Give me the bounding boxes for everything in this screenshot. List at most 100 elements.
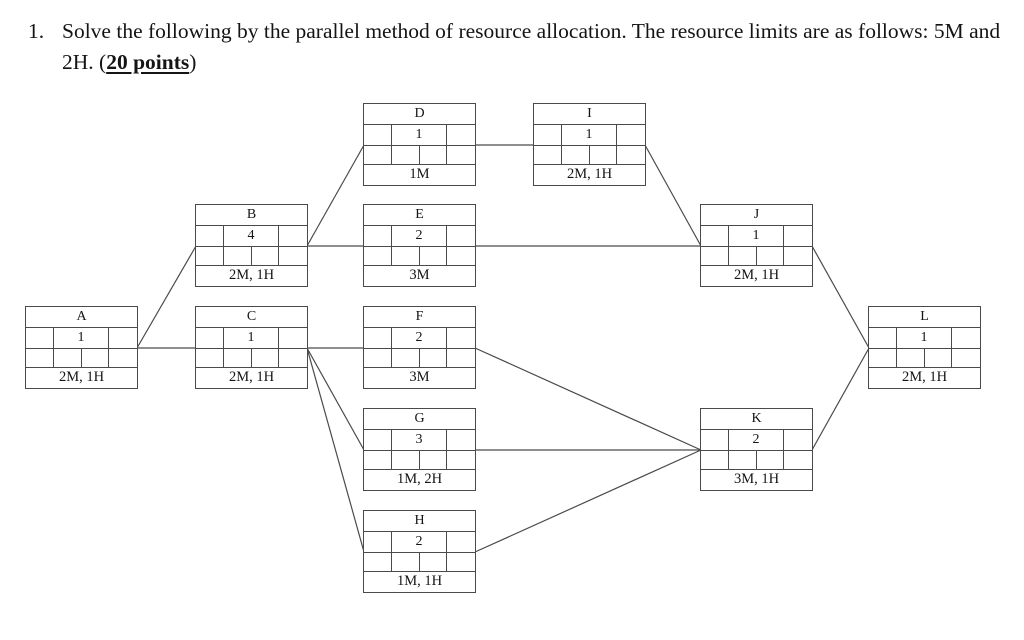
activity-letter: D: [364, 104, 475, 125]
left-cell: [196, 328, 224, 348]
activity-resources: 2M, 1H: [228, 267, 275, 283]
grid-cell: [364, 146, 392, 164]
activity-duration: 1: [224, 328, 280, 348]
activity-duration: 1: [54, 328, 110, 348]
right-cell: [447, 125, 475, 145]
edge-K-L: [811, 347, 870, 451]
grid-cell: [562, 146, 590, 164]
schedule-grid-row: [364, 146, 475, 165]
left-cell: [196, 226, 224, 246]
duration-row: 1: [701, 226, 812, 247]
right-cell: [447, 532, 475, 552]
schedule-grid-row: [364, 349, 475, 368]
activity-letter: J: [701, 205, 812, 226]
problem-text: Solve the following by the parallel meth…: [62, 16, 1012, 78]
duration-row: 2: [364, 226, 475, 247]
grid-cell: [364, 451, 392, 469]
grid-cell: [82, 349, 110, 367]
grid-cell: [392, 553, 420, 571]
schedule-grid-row: [364, 553, 475, 572]
grid-cell: [196, 247, 224, 265]
grid-cell: [447, 146, 475, 164]
activity-duration: 1: [897, 328, 953, 348]
grid-cell: [534, 146, 562, 164]
grid-cell: [701, 247, 729, 265]
activity-duration: 1: [392, 125, 448, 145]
schedule-grid-row: [869, 349, 980, 368]
schedule-grid-row: [196, 247, 307, 266]
schedule-grid-row: [701, 451, 812, 470]
activity-resources: 2M, 1H: [566, 166, 613, 182]
points-label: 20 points: [106, 50, 190, 74]
activity-node-D: D 1 1M: [363, 103, 476, 186]
activity-node-I: I 1 2M, 1H: [533, 103, 646, 186]
right-cell: [784, 226, 812, 246]
edge-B-D: [306, 144, 365, 247]
activity-letter: A: [26, 307, 137, 328]
grid-cell: [952, 349, 980, 367]
duration-row: 1: [869, 328, 980, 349]
right-cell: [279, 328, 307, 348]
activity-resources: 2M, 1H: [901, 369, 948, 385]
right-cell: [617, 125, 645, 145]
grid-cell: [729, 451, 757, 469]
grid-cell: [196, 349, 224, 367]
left-cell: [701, 226, 729, 246]
activity-duration: 3: [392, 430, 448, 450]
activity-resources: 3M, 1H: [733, 471, 780, 487]
problem-text-line2-before: follows: 5M and 2H. (: [62, 19, 1001, 74]
grid-cell: [590, 146, 618, 164]
activity-duration: 2: [729, 430, 785, 450]
left-cell: [364, 328, 392, 348]
duration-row: 4: [196, 226, 307, 247]
grid-cell: [392, 349, 420, 367]
left-cell: [364, 125, 392, 145]
problem-number: 1.: [28, 19, 45, 43]
grid-cell: [54, 349, 82, 367]
grid-cell: [224, 247, 252, 265]
problem-statement: 1. Solve the following by the parallel m…: [28, 16, 1012, 78]
activity-resources: 3M: [409, 369, 430, 385]
right-cell: [447, 328, 475, 348]
right-cell: [279, 226, 307, 246]
right-cell: [109, 328, 137, 348]
activity-letter: C: [196, 307, 307, 328]
left-cell: [364, 226, 392, 246]
activity-resources: 3M: [409, 267, 430, 283]
activity-resources: 1M, 2H: [396, 471, 443, 487]
right-cell: [784, 430, 812, 450]
grid-cell: [757, 247, 785, 265]
grid-cell: [224, 349, 252, 367]
grid-cell: [26, 349, 54, 367]
left-cell: [701, 430, 729, 450]
grid-cell: [617, 146, 645, 164]
activity-duration: 1: [729, 226, 785, 246]
duration-row: 1: [196, 328, 307, 349]
grid-cell: [757, 451, 785, 469]
activity-node-J: J 1 2M, 1H: [700, 204, 813, 287]
activity-letter: H: [364, 511, 475, 532]
activity-resources: 2M, 1H: [228, 369, 275, 385]
duration-row: 1: [26, 328, 137, 349]
grid-cell: [364, 349, 392, 367]
grid-cell: [869, 349, 897, 367]
grid-cell: [729, 247, 757, 265]
activity-resources: 1M: [409, 166, 430, 182]
right-cell: [447, 226, 475, 246]
grid-cell: [420, 146, 448, 164]
activity-node-C: C 1 2M, 1H: [195, 306, 308, 389]
grid-cell: [420, 349, 448, 367]
edge-I-J: [644, 144, 702, 247]
activity-letter: K: [701, 409, 812, 430]
duration-row: 1: [364, 125, 475, 146]
problem-text-line2-after: ): [189, 50, 197, 74]
duration-row: 1: [534, 125, 645, 146]
grid-cell: [252, 349, 280, 367]
activity-node-A: A 1 2M, 1H: [25, 306, 138, 389]
grid-cell: [279, 247, 307, 265]
grid-cell: [447, 349, 475, 367]
grid-cell: [784, 247, 812, 265]
grid-cell: [447, 553, 475, 571]
